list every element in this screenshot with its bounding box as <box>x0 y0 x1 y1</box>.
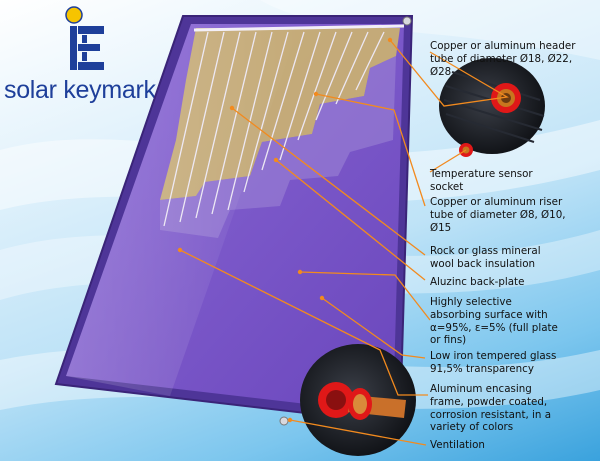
label-line: or fins) <box>430 334 467 347</box>
label-line: socket <box>430 180 464 193</box>
glass-cover <box>66 24 300 396</box>
label-line: Highly selective <box>430 296 512 308</box>
label-line: Rock or glass mineral <box>430 245 541 257</box>
label-line: Copper or aluminum header <box>430 40 576 52</box>
label-line: tube of diameter Ø18, Ø22, <box>430 52 573 65</box>
label-header-tube: Copper or aluminum header tube of diamet… <box>430 40 575 78</box>
label-line: wool back insulation <box>430 257 536 270</box>
label-line: corrosion resistant, in a <box>430 408 552 421</box>
label-temperature-sensor: Temperature sensor socket <box>430 168 533 194</box>
label-absorbing-surface: Highly selective absorbing surface with … <box>430 296 558 347</box>
label-line: Low iron tempered glass <box>430 350 557 362</box>
label-line: absorbing surface with <box>430 308 548 321</box>
label-line: 91,5% transparency <box>430 362 534 375</box>
label-riser-tube: Copper or aluminum riser tube of diamete… <box>430 196 566 234</box>
keymark-e-icon <box>65 6 104 70</box>
leader-dots <box>177 37 393 423</box>
label-line: frame, powder coated, <box>430 395 548 408</box>
label-line: Temperature sensor <box>430 168 533 180</box>
label-line: Aluminum encasing <box>430 383 532 395</box>
header-fitting-top <box>402 16 412 26</box>
label-line: Aluzinc back-plate <box>430 276 525 288</box>
solar-keymark-logo: solar keymark <box>2 6 156 116</box>
label-ventilation: Ventilation <box>430 439 485 452</box>
label-line: Ventilation <box>430 439 485 451</box>
label-line: tube of diameter Ø8, Ø10, <box>430 208 566 221</box>
label-line: α=95%, ε=5% (full plate <box>430 321 558 334</box>
label-line: Copper or aluminum riser <box>430 196 563 208</box>
label-encasing-frame: Aluminum encasing frame, powder coated, … <box>430 383 551 434</box>
frame-detail <box>300 344 416 456</box>
label-back-insulation: Rock or glass mineral wool back insulati… <box>430 245 541 271</box>
label-line: Ø28 <box>430 65 452 78</box>
ventilation-fitting-bottom <box>279 416 289 426</box>
logo-text: solar keymark <box>4 76 156 104</box>
label-line: variety of colors <box>430 421 514 434</box>
label-back-plate: Aluzinc back-plate <box>430 276 524 289</box>
leader-lines <box>179 39 509 446</box>
label-tempered-glass: Low iron tempered glass 91,5% transparen… <box>430 350 556 376</box>
label-line: Ø15 <box>430 221 452 234</box>
